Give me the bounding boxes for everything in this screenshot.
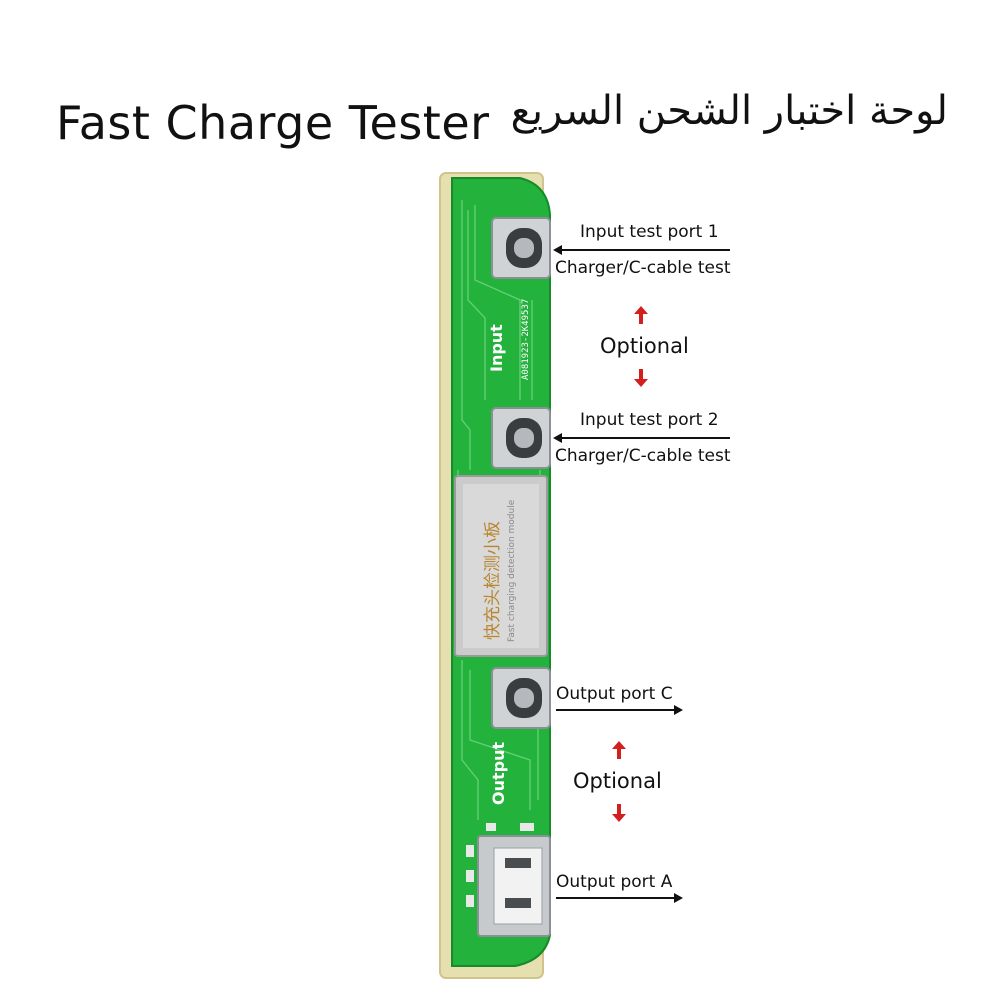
red-up-arrow-bottom	[612, 741, 626, 759]
red-down-arrow-bottom	[612, 804, 626, 822]
input2-line2: Charger/C-cable test	[555, 446, 731, 466]
usba-port	[477, 835, 551, 937]
output-a-arrow-head	[674, 893, 683, 903]
red-up-arrow-top	[634, 306, 648, 324]
usbc-port-1	[491, 217, 551, 279]
input1-arrow-line	[560, 249, 730, 251]
usbc-output-port	[491, 667, 551, 729]
detection-module: 快充头检测小板 Fast charging detection module	[454, 475, 548, 657]
input1-line2: Charger/C-cable test	[555, 258, 731, 278]
optional-bottom: Optional	[573, 769, 662, 793]
module-english-label: Fast charging detection module	[507, 499, 517, 642]
output-a-arrow-line	[556, 897, 674, 899]
output-c-arrow-head	[674, 705, 683, 715]
input2-arrow-line	[560, 437, 730, 439]
input1-line1: Input test port 1	[580, 222, 719, 242]
usbc-port-2	[491, 407, 551, 469]
indicator-leds	[466, 823, 534, 907]
output-c-arrow-line	[556, 709, 674, 711]
input-section-label: Input	[487, 324, 506, 372]
title-arabic: لوحة اختبار الشحن السريع	[510, 88, 948, 134]
title-english: Fast Charge Tester	[56, 96, 490, 150]
optional-top: Optional	[600, 334, 689, 358]
module-chinese-label: 快充头检测小板	[483, 521, 503, 640]
output-a-label: Output port A	[556, 872, 673, 892]
serial-number: A081923-2K49537	[521, 299, 531, 380]
input2-line1: Input test port 2	[580, 410, 719, 430]
output-section-label: Output	[489, 742, 508, 805]
input1-arrow-head	[553, 245, 562, 255]
output-c-label: Output port C	[556, 684, 673, 704]
input2-arrow-head	[553, 433, 562, 443]
red-down-arrow-top	[634, 369, 648, 387]
